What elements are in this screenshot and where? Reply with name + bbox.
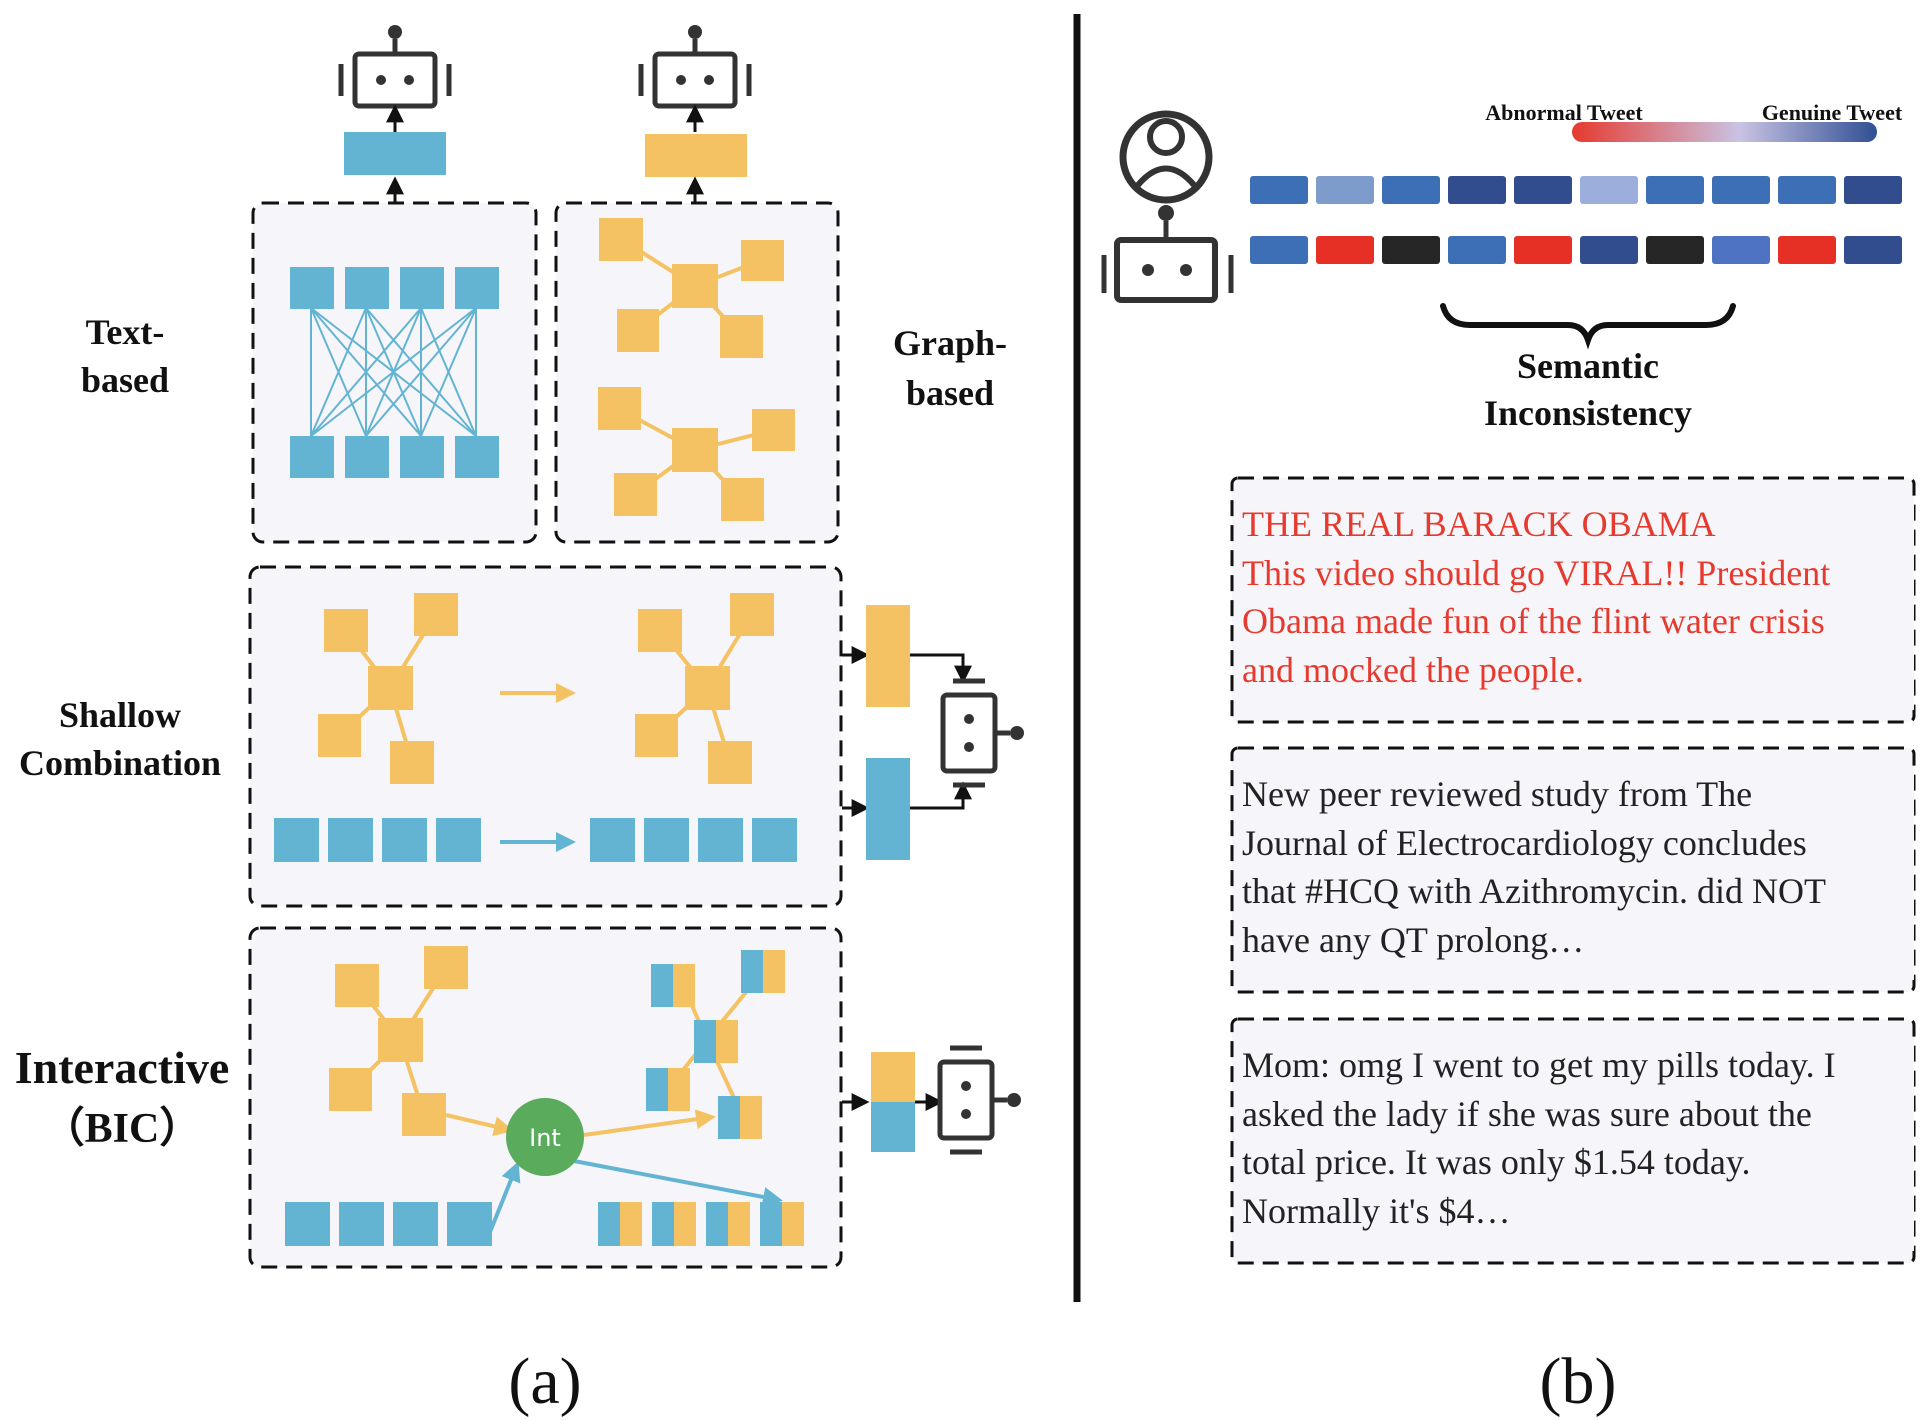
- row2-cell: [1580, 236, 1638, 264]
- semantic-label-line2: Inconsistency: [1484, 393, 1692, 433]
- shallow-merge-bottom: [910, 781, 972, 810]
- row2-cell: [1844, 236, 1902, 264]
- shallow-merge-top: [910, 653, 972, 684]
- row2-cell: [1250, 236, 1308, 264]
- text-based-robot-icon: [341, 25, 449, 106]
- row1-cell: [1250, 176, 1308, 204]
- row1-cell: [1382, 176, 1440, 204]
- user-icon: [1119, 110, 1213, 204]
- int-in-text-arrow: [488, 1161, 521, 1233]
- row1-cell: [1646, 176, 1704, 204]
- shallow-label-line1: Shallow: [59, 695, 181, 735]
- row2-cell: [1646, 236, 1704, 264]
- row1-cell: [1712, 176, 1770, 204]
- interactive-graph-nodes: [329, 946, 468, 1136]
- int-node: [506, 1098, 584, 1176]
- tweet-row-user: [1250, 176, 1902, 204]
- tweet-row-bot: [1250, 236, 1902, 264]
- row2-cell: [1448, 236, 1506, 264]
- int-in-graph-arrow: [445, 1113, 514, 1137]
- interactive-vector-text-part: [871, 1102, 915, 1152]
- interactive-text-tokens: [285, 1202, 492, 1246]
- shallow-graph-nodes: [318, 593, 774, 784]
- tweet-2-text: New peer reviewed study from The Journal…: [1234, 770, 1914, 980]
- graph-based-label-line1: Graph-: [893, 323, 1007, 363]
- int-out-text-arrow: [573, 1159, 783, 1207]
- interactive-mixed-graph-nodes: [646, 950, 785, 1139]
- text-based-tokens: [290, 267, 499, 478]
- row2-cell: [1316, 236, 1374, 264]
- int-out-graph-arrow: [583, 1109, 716, 1137]
- interactive-mixed-text-tokens: [598, 1202, 804, 1246]
- graph-nodes: [598, 218, 795, 521]
- legend-abnormal-label: Abnormal Tweet: [1485, 100, 1643, 125]
- row1-cell: [1316, 176, 1374, 204]
- shallow-graph-vector: [866, 605, 910, 707]
- row1-cell: [1844, 176, 1902, 204]
- row1-cell: [1514, 176, 1572, 204]
- tweet-1-text: THE REAL BARACK OBAMA This video should …: [1234, 500, 1914, 710]
- text-output-vector: [344, 132, 446, 175]
- row1-cell: [1448, 176, 1506, 204]
- legend-gradient-bar: [1572, 122, 1877, 142]
- caption-a: (a): [508, 1345, 581, 1418]
- shallow-text-tokens: [274, 818, 797, 862]
- graph-based-box: [554, 201, 840, 544]
- legend-genuine-label: Genuine Tweet: [1762, 100, 1903, 125]
- graph-based-label-line2: based: [906, 373, 994, 413]
- interactive-robot-icon: [940, 1048, 1021, 1152]
- row2-cell: [1712, 236, 1770, 264]
- text-based-label-line1: Text-: [86, 312, 165, 352]
- shallow-text-vector: [866, 758, 910, 860]
- row1-cell: [1580, 176, 1638, 204]
- tweet-3-text: Mom: omg I went to get my pills today. I…: [1234, 1041, 1914, 1251]
- graph-output-vector: [645, 134, 747, 177]
- row2-cell: [1514, 236, 1572, 264]
- interactive-label-line2: （BIC）: [43, 1105, 202, 1152]
- row1-cell: [1778, 176, 1836, 204]
- text-based-label-line2: based: [81, 360, 169, 400]
- inconsistency-brace: [1440, 303, 1736, 350]
- row2-cell: [1382, 236, 1440, 264]
- interactive-label-line1: Interactive: [15, 1042, 230, 1093]
- int-node-label: Int: [529, 1124, 561, 1152]
- text-based-connections: [310, 307, 477, 437]
- semantic-label-line1: Semantic: [1517, 346, 1659, 386]
- caption-b: (b): [1540, 1345, 1617, 1418]
- shallow-robot-icon: [943, 681, 1024, 785]
- shallow-label-line2: Combination: [19, 743, 221, 783]
- graph-based-robot-icon: [641, 25, 749, 106]
- robot-icon: [1101, 205, 1234, 303]
- interactive-vector-graph-part: [871, 1052, 915, 1102]
- row2-cell: [1778, 236, 1836, 264]
